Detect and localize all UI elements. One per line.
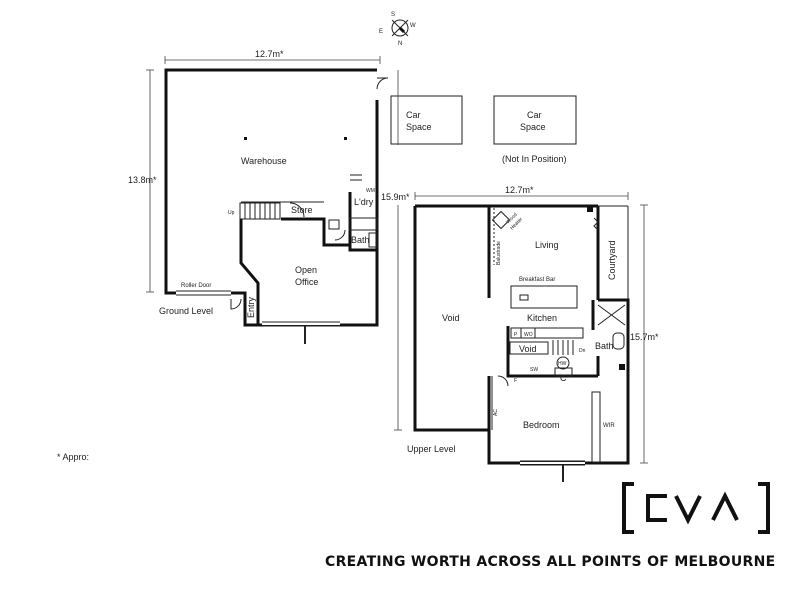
compass-icon	[391, 19, 409, 37]
laundry-label: L'dry	[354, 197, 374, 207]
ground-bath-label: Bath	[351, 235, 370, 245]
car-space-2	[493, 95, 577, 145]
cva-logo	[622, 482, 770, 534]
balustrade-label: Balustrade	[496, 241, 502, 265]
ac-label: AC	[493, 409, 499, 416]
upper-bath-label: Bath	[595, 341, 614, 351]
upper-width-label: 12.7m*	[505, 185, 534, 195]
void-big-label: Void	[442, 313, 460, 323]
open-office-label-2: Office	[295, 277, 318, 287]
car-space-2-note: (Not In Position)	[502, 154, 567, 164]
car-space-1-line2: Space	[406, 122, 432, 132]
car-space-2-line1: Car	[527, 110, 542, 120]
pantry-label: P	[514, 332, 518, 338]
store-label: Store	[291, 205, 313, 215]
living-label: Living	[535, 240, 559, 250]
kitchen-label: Kitchen	[527, 313, 557, 323]
sw-label: SW	[530, 367, 538, 373]
breakfast-bar-label: Breakfast Bar	[519, 277, 555, 283]
courtyard-label: Courtyard	[607, 240, 617, 280]
ground-width-label: 12.7m*	[255, 49, 284, 59]
upper-level-label: Upper Level	[407, 444, 456, 454]
ground-level-plan	[164, 68, 389, 344]
upper-depth-outer-dimension	[394, 205, 402, 431]
ground-depth-dimension	[146, 69, 154, 293]
compass-w: W	[410, 23, 416, 29]
bedroom-label: Bedroom	[523, 420, 560, 430]
compass-s: S	[391, 12, 395, 18]
hw-label: HW	[558, 361, 567, 367]
ground-depth-label: 13.8m*	[128, 175, 157, 185]
car-space-2-line2: Space	[520, 122, 546, 132]
c-label: C	[560, 373, 567, 383]
down-label: Dn	[579, 348, 586, 354]
warehouse-label: Warehouse	[241, 156, 287, 166]
entry-label: Entry	[246, 296, 256, 318]
roller-door-label: Roller Door	[181, 283, 211, 289]
upper-stairs	[552, 340, 574, 355]
compass-n: N	[398, 41, 402, 47]
upper-depth-right-label: 15.7m*	[630, 332, 659, 342]
upper-width-dimension	[414, 192, 629, 200]
tagline: CREATING WORTH ACROSS ALL POINTS OF MELB…	[325, 554, 776, 570]
car-space-1-line1: Car	[406, 110, 421, 120]
up-label: Up	[228, 210, 235, 216]
upper-depth-right-dimension	[640, 204, 648, 464]
f-label: F	[514, 378, 517, 384]
car-space-1	[390, 70, 463, 145]
compass-e: E	[379, 29, 383, 35]
wall-oven-label: WO	[524, 332, 533, 338]
wm-label: WM	[366, 188, 375, 194]
wir-label: WIR	[603, 423, 615, 429]
footnote: * Appro:	[57, 452, 89, 462]
upper-level-plan	[413, 204, 630, 482]
upper-depth-outer-label: 15.9m*	[381, 192, 410, 202]
ground-level-label: Ground Level	[159, 306, 213, 316]
open-office-label-1: Open	[295, 265, 317, 275]
ground-stairs	[239, 202, 281, 220]
ground-width-dimension	[164, 56, 381, 64]
void-small-label: Void	[519, 344, 537, 354]
